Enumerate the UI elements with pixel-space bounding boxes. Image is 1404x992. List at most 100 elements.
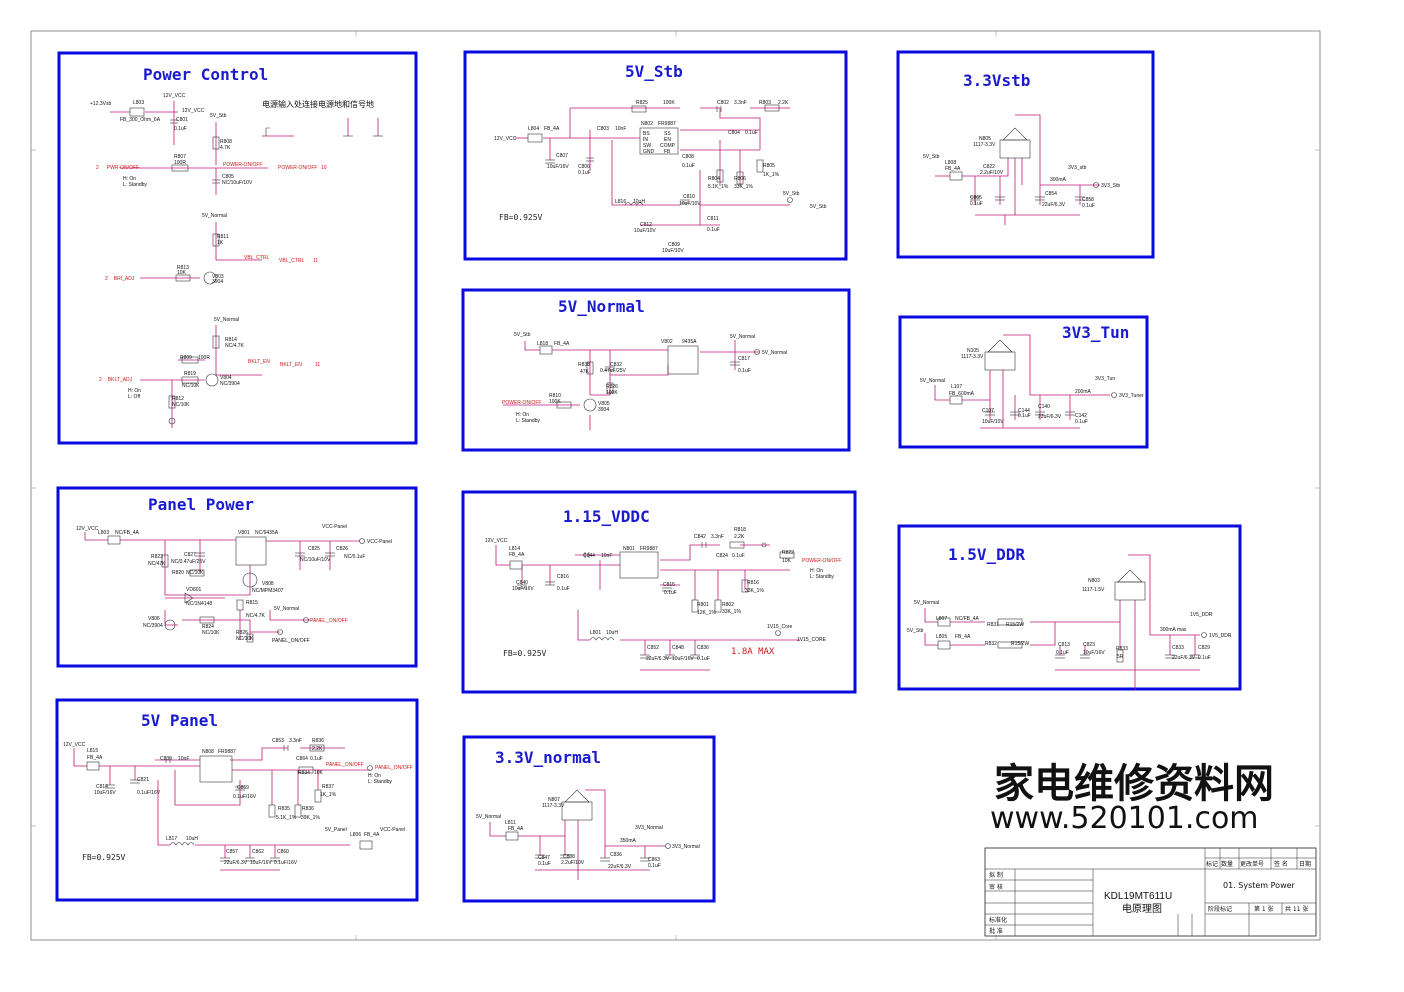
zone-ticks: [31, 31, 1320, 940]
svg-text:FB: FB: [664, 149, 671, 155]
svg-text:C864: C864: [296, 756, 308, 762]
svg-text:0.1uF: 0.1uF: [310, 756, 323, 762]
svg-text:1K_1%: 1K_1%: [320, 792, 337, 798]
svg-text:C140: C140: [1038, 404, 1050, 410]
svg-text:C842: C842: [694, 534, 706, 540]
svg-text:C823: C823: [1083, 642, 1095, 648]
svg-text:NC/10K: NC/10K: [236, 636, 254, 642]
svg-text:R816: R816: [747, 580, 759, 586]
svg-text:L811: L811: [505, 820, 516, 826]
svg-text:C801: C801: [176, 117, 188, 123]
svg-text:1V15_CORE: 1V15_CORE: [797, 637, 827, 643]
svg-text:FB_600mA: FB_600mA: [949, 391, 975, 397]
svg-text:R838: R838: [578, 362, 590, 368]
svg-text:C814: C814: [96, 784, 108, 790]
svg-text:C830: C830: [160, 756, 172, 762]
svg-text:350mA: 350mA: [620, 838, 637, 844]
svg-text:R812: R812: [172, 396, 184, 402]
svg-text:NC/10uF/10V: NC/10uF/10V: [300, 557, 331, 563]
svg-text:C888: C888: [563, 854, 575, 860]
svg-text:R15/2W: R15/2W: [1011, 641, 1029, 647]
svg-text:10uH: 10uH: [186, 836, 198, 842]
svg-text:PANEL_ON/OFF: PANEL_ON/OFF: [272, 638, 310, 644]
svg-text:NC/MPM3407: NC/MPM3407: [252, 588, 284, 594]
svg-text:3.3nF: 3.3nF: [289, 738, 302, 744]
svg-text:C836: C836: [610, 852, 622, 858]
block-title: Panel Power: [148, 495, 254, 514]
svg-text:0.47uF/25V: 0.47uF/25V: [600, 368, 627, 374]
svg-text:C826: C826: [336, 546, 348, 552]
svg-text:2.2uF/10V: 2.2uF/10V: [980, 170, 1004, 176]
svg-text:R804: R804: [708, 176, 720, 182]
svg-text:C808: C808: [682, 154, 694, 160]
svg-text:N805: N805: [979, 136, 991, 142]
svg-text:批 准: 批 准: [989, 927, 1003, 935]
svg-text:33K_1%: 33K_1%: [734, 184, 753, 190]
svg-text:VD801: VD801: [186, 587, 202, 593]
svg-text:0.1uF: 0.1uF: [682, 163, 695, 169]
block-3v3-stb: 3.3Vstb N805 1117-3.3V 5V_Stb L808 FB_4A…: [896, 50, 1155, 259]
svg-text:3904: 3904: [598, 407, 609, 413]
svg-text:0.1uF/16V: 0.1uF/16V: [137, 790, 161, 796]
svg-text:NC/10K: NC/10K: [202, 630, 220, 636]
svg-text:5V_Normal: 5V_Normal: [476, 814, 501, 820]
svg-text:R808: R808: [220, 139, 232, 145]
block-title: 3.3V_normal: [495, 748, 601, 767]
svg-text:0.1uF: 0.1uF: [732, 553, 745, 559]
title-block: 标记 数量 更改单号 签 名 日期 拟 制 审 核 标准化 批 准 KDL19M…: [984, 847, 1317, 937]
svg-text:C859: C859: [237, 785, 249, 791]
svg-text:R15/2W: R15/2W: [1006, 622, 1024, 628]
svg-text:C812: C812: [640, 222, 652, 228]
svg-text:BKLT_EN: BKLT_EN: [248, 359, 270, 365]
svg-text:R832: R832: [985, 641, 997, 647]
svg-text:POWER-ON/OFF: POWER-ON/OFF: [278, 165, 317, 171]
svg-text:12K_1%: 12K_1%: [697, 610, 716, 616]
svg-text:5V_Stb: 5V_Stb: [783, 191, 800, 197]
svg-text:5.1K_1%: 5.1K_1%: [708, 184, 729, 190]
svg-text:1V5_DDR: 1V5_DDR: [1190, 612, 1213, 618]
svg-text:L818: L818: [537, 341, 548, 347]
svg-text:3V3_Normal: 3V3_Normal: [672, 844, 700, 850]
svg-text:FB_4A: FB_4A: [509, 552, 525, 558]
svg-text:0.1uF: 0.1uF: [1198, 655, 1211, 661]
svg-text:5R: 5R: [1117, 654, 1124, 660]
svg-text:100R: 100R: [198, 355, 210, 361]
svg-text:12V_VCC: 12V_VCC: [63, 742, 86, 748]
block-5v-panel: 5V Panel 12V_VC: [55, 698, 419, 902]
svg-text:L808: L808: [945, 160, 956, 166]
block-5v-normal: 5V_Normal 5V_Stb L818 FB_4A V802 9435A 5…: [461, 288, 851, 452]
svg-text:L803: L803: [133, 100, 144, 106]
svg-text:R836: R836: [302, 806, 314, 812]
svg-text:1V5_DDR: 1V5_DDR: [1209, 633, 1232, 639]
svg-text:NC/1N4148: NC/1N4148: [186, 601, 212, 607]
svg-text:C810: C810: [683, 194, 695, 200]
svg-text:L817: L817: [166, 836, 177, 842]
svg-text:L: Standby: L: Standby: [516, 418, 540, 424]
svg-text:C827: C827: [184, 552, 196, 558]
svg-text:BKLT_EN: BKLT_EN: [280, 362, 302, 368]
fb-note: FB=0.925V: [503, 649, 547, 658]
svg-text:0.1uF: 0.1uF: [970, 201, 983, 207]
svg-text:C860: C860: [277, 849, 289, 855]
svg-text:FR9887: FR9887: [640, 546, 658, 552]
svg-text:阶段标记: 阶段标记: [1208, 905, 1232, 913]
svg-text:C816: C816: [557, 574, 569, 580]
svg-text:10uF/16V: 10uF/16V: [94, 790, 116, 796]
svg-text:L: Standby: L: Standby: [368, 779, 392, 785]
svg-text:R837: R837: [322, 784, 334, 790]
svg-text:标记: 标记: [1206, 860, 1218, 868]
svg-text:3904: 3904: [212, 279, 223, 285]
svg-text:N803: N803: [1088, 578, 1100, 584]
svg-text:FR9887: FR9887: [658, 121, 676, 127]
svg-text:更改单号: 更改单号: [1240, 860, 1264, 868]
svg-text:NC/4.7K: NC/4.7K: [225, 343, 245, 349]
ground-note: 电源输入处连接电源地和信号地: [262, 99, 374, 109]
svg-text:0.1uF: 0.1uF: [557, 586, 570, 592]
svg-text:22uF/6.3V: 22uF/6.3V: [1172, 655, 1196, 661]
svg-text:PANEL_ON/OFF: PANEL_ON/OFF: [310, 618, 348, 624]
svg-text:L806: L806: [350, 832, 361, 838]
svg-text:V804: V804: [220, 375, 232, 381]
svg-text:3V3_Tun: 3V3_Tun: [1095, 376, 1115, 382]
svg-text:3.3nF: 3.3nF: [734, 100, 747, 106]
